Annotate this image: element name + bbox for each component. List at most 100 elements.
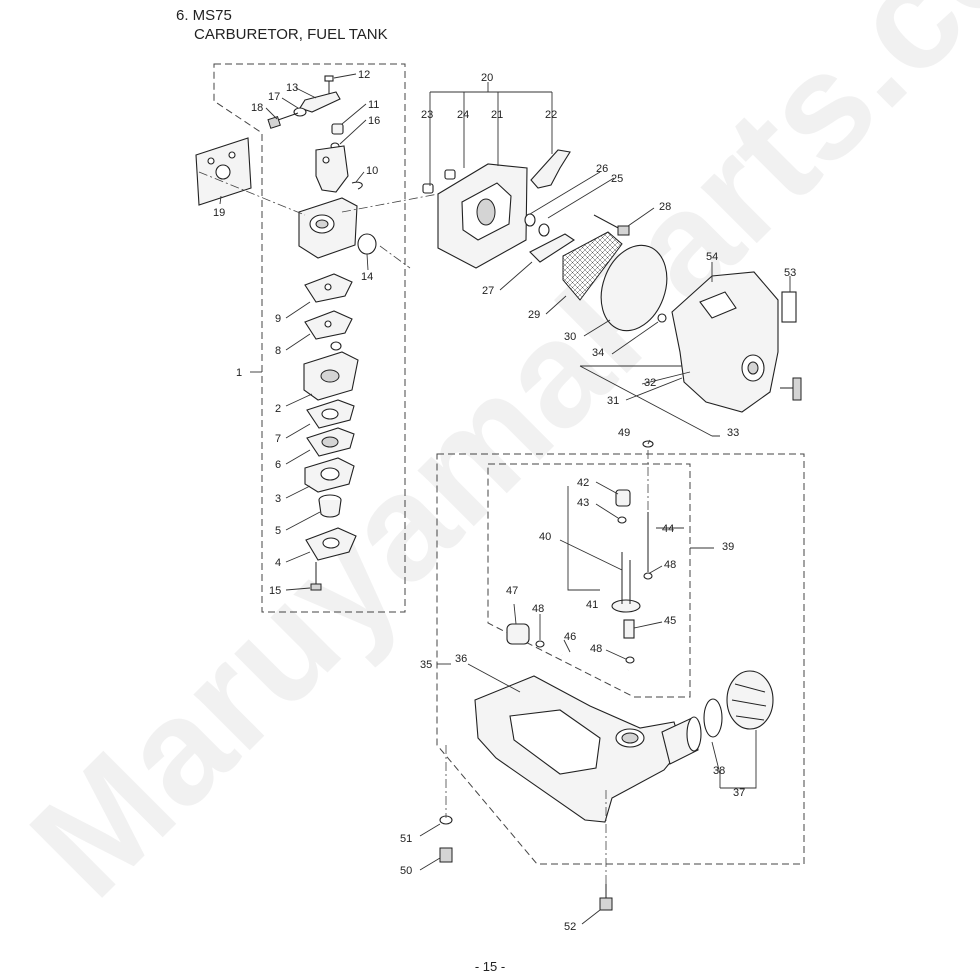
clip-48b <box>535 640 545 648</box>
air-cleaner-case-21 <box>437 163 528 269</box>
lever-22 <box>530 149 571 189</box>
hose-46 <box>561 654 629 680</box>
callout-9: 9 <box>275 313 281 325</box>
plug-11 <box>331 123 344 135</box>
centre-lines <box>198 171 649 884</box>
fuel-cap-37 <box>726 670 774 730</box>
callout-33: 33 <box>727 427 739 439</box>
callout-28: 28 <box>659 201 671 213</box>
knob-33 <box>780 377 802 401</box>
filter-47 <box>506 623 530 645</box>
callout-27: 27 <box>482 285 494 297</box>
callout-1: 1 <box>236 367 242 379</box>
pin-24 <box>444 169 456 180</box>
callout-54: 54 <box>706 251 718 263</box>
fuel-pickup-box <box>487 463 691 698</box>
o-ring-14 <box>357 233 377 255</box>
lever-13 <box>299 91 341 113</box>
o-ring-43 <box>617 516 627 524</box>
plate-4 <box>305 527 357 561</box>
callout-25: 25 <box>611 173 623 185</box>
callout-22: 22 <box>545 109 557 121</box>
section-title: CARBURETOR, FUEL TANK <box>194 26 388 43</box>
diagram-heading: 6. MS75 CARBURETOR, FUEL TANK <box>176 6 388 44</box>
callout-34: 34 <box>592 347 604 359</box>
callout-20: 20 <box>481 72 493 84</box>
callout-40: 40 <box>539 531 551 543</box>
callout-24: 24 <box>457 109 469 121</box>
joint-45 <box>623 619 635 639</box>
callout-46: 46 <box>564 631 576 643</box>
callout-7: 7 <box>275 433 281 445</box>
bracket-27 <box>529 233 576 263</box>
callout-50: 50 <box>400 865 412 877</box>
callout-16: 16 <box>368 115 380 127</box>
label-53 <box>781 291 797 323</box>
nut-2a <box>330 341 342 351</box>
washer-17 <box>293 107 307 117</box>
callout-36: 36 <box>455 653 467 665</box>
carburetor-top-body <box>315 145 349 193</box>
callout-3: 3 <box>275 493 281 505</box>
callout-15: 15 <box>269 585 281 597</box>
filler-neck <box>661 716 702 765</box>
filter-screen-29 <box>562 231 623 301</box>
pump-body-2 <box>303 351 359 401</box>
callout-23: 23 <box>421 109 433 121</box>
callout-8: 8 <box>275 345 281 357</box>
carburetor-body <box>298 197 358 259</box>
callout-49: 49 <box>618 427 630 439</box>
callout-4: 4 <box>275 557 281 569</box>
bolt-18 <box>267 112 299 129</box>
carburetor-assembly-box <box>213 63 406 613</box>
clip-34 <box>657 313 667 323</box>
callout-39: 39 <box>722 541 734 553</box>
callout-11: 11 <box>368 99 379 111</box>
cover-3 <box>304 457 355 493</box>
bolt-50 <box>439 847 453 863</box>
valve-42 <box>615 489 631 507</box>
callout-26: 26 <box>596 163 608 175</box>
callout-48-lower: 48 <box>590 643 602 655</box>
bolt-28 <box>593 214 630 236</box>
callout-43: 43 <box>577 497 589 509</box>
clip-48a <box>643 572 653 580</box>
fuel-tank-assembly-box <box>436 453 805 865</box>
callout-5: 5 <box>275 525 281 537</box>
callout-13: 13 <box>286 82 298 94</box>
gasket-38 <box>703 698 723 738</box>
bolt-52 <box>599 884 613 911</box>
callout-6: 6 <box>275 459 281 471</box>
fuel-tank-36 <box>474 675 683 823</box>
callout-19: 19 <box>213 207 225 219</box>
callout-47: 47 <box>506 585 518 597</box>
model-title: 6. MS75 <box>176 7 232 24</box>
callout-38: 38 <box>713 765 725 777</box>
grommet-40 <box>611 552 641 613</box>
callout-2: 2 <box>275 403 281 415</box>
callout-41: 41 <box>586 599 598 611</box>
callout-14: 14 <box>361 271 373 283</box>
callout-48-left: 48 <box>532 603 544 615</box>
callout-29: 29 <box>528 309 540 321</box>
callout-44: 44 <box>662 523 674 535</box>
callout-31: 31 <box>607 395 619 407</box>
washer-25 <box>538 223 550 237</box>
gasket-7 <box>306 399 355 429</box>
callout-45: 45 <box>664 615 676 627</box>
callout-12: 12 <box>358 69 370 81</box>
callout-52: 52 <box>564 921 576 933</box>
page-number: - 15 - <box>474 959 506 974</box>
gasket-19 <box>195 137 252 206</box>
callout-18: 18 <box>251 102 263 114</box>
callout-51: 51 <box>400 833 412 845</box>
callout-32: 32 <box>644 377 656 389</box>
gasket-8 <box>304 310 353 340</box>
callout-35: 35 <box>420 659 432 671</box>
primer-5 <box>318 494 342 518</box>
element-30 <box>600 244 668 332</box>
callout-53: 53 <box>784 267 796 279</box>
pin-23 <box>422 183 434 194</box>
clip-10 <box>351 181 363 190</box>
